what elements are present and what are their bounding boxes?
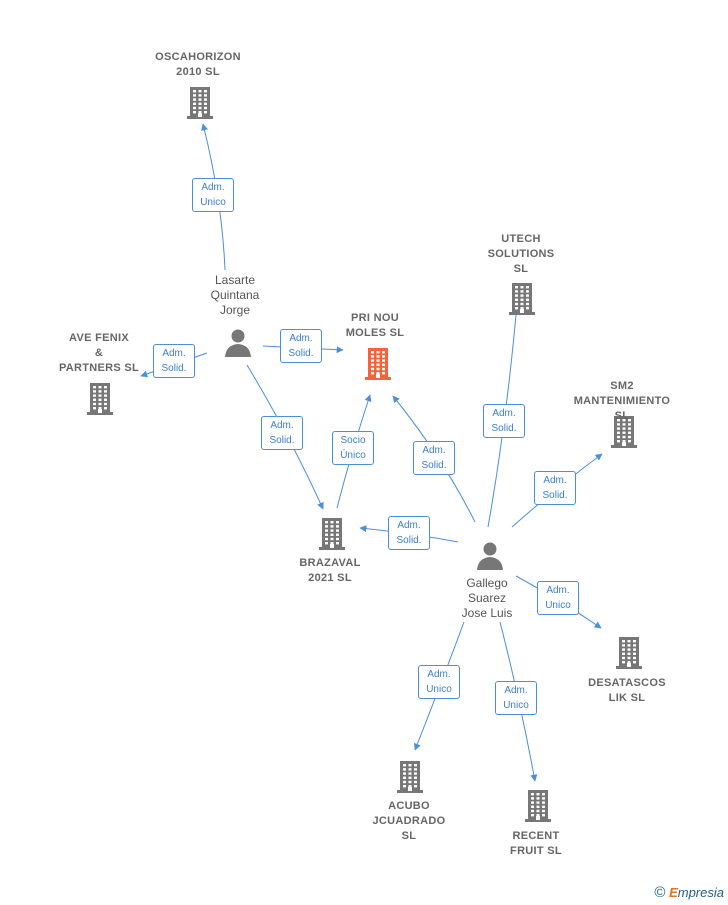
relation-label: Adm. Unico	[192, 178, 234, 212]
person-label[interactable]: Lasarte Quintana Jorge	[210, 273, 260, 317]
company-label[interactable]: PRI NOU MOLES SL	[345, 312, 405, 339]
company-label[interactable]: DESATASCOS LIK SL	[588, 677, 666, 704]
company-label[interactable]: BRAZAVAL 2021 SL	[299, 557, 361, 584]
relation-label: Adm. Solid.	[280, 329, 322, 363]
relation-label: Adm. Solid.	[413, 441, 455, 475]
relation-label: Adm. Solid.	[534, 471, 576, 505]
relation-label: Adm. Solid.	[153, 344, 195, 378]
building-icon	[85, 382, 115, 421]
building-icon	[523, 789, 553, 828]
copyright-icon: ©	[654, 884, 666, 901]
relation-label: Adm. Unico	[418, 665, 460, 699]
relation-label: Adm. Unico	[537, 581, 579, 615]
building-icon	[185, 86, 215, 125]
relation-label: Adm. Unico	[495, 681, 537, 715]
company-label[interactable]: SM2 MANTENIMIENTO SL	[573, 380, 671, 422]
relation-label: Adm. Solid.	[388, 516, 430, 550]
relation-label: Adm. Solid.	[261, 416, 303, 450]
building-icon	[609, 415, 639, 454]
company-label[interactable]: OSCAHORIZON 2010 SL	[155, 51, 241, 78]
brand-logo: © Empresia	[654, 884, 724, 901]
company-label[interactable]: AVE FENIX & PARTNERS SL	[58, 332, 140, 374]
person-icon	[475, 541, 505, 576]
person-label[interactable]: Gallego Suarez Jose Luis	[461, 576, 513, 620]
relation-label: Socio Único	[332, 431, 374, 465]
company-label[interactable]: ACUBO JCUADRADO SL	[372, 800, 446, 842]
building-icon	[363, 347, 393, 386]
building-icon	[317, 517, 347, 556]
company-label[interactable]: UTECH SOLUTIONS SL	[487, 233, 555, 275]
company-label[interactable]: RECENT FRUIT SL	[510, 830, 562, 857]
building-icon	[395, 760, 425, 799]
relation-label: Adm. Solid.	[483, 404, 525, 438]
building-icon	[614, 636, 644, 675]
person-icon	[223, 328, 253, 363]
building-icon	[507, 282, 537, 321]
